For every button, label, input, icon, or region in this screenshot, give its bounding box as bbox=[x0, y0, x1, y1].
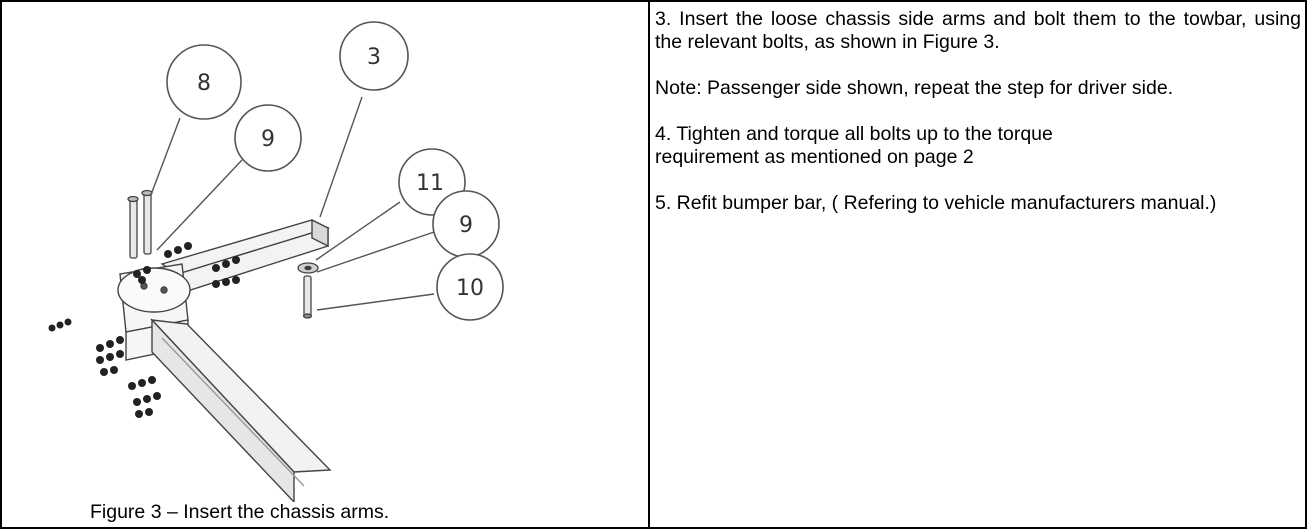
step-4-line-1: 4. Tighten and torque all bolts up to th… bbox=[655, 123, 1053, 145]
towbar-main-arm bbox=[150, 318, 332, 502]
callout-3: 3 bbox=[367, 45, 381, 70]
instructions-cell: 3. Insert the loose chassis side arms an… bbox=[655, 8, 1301, 215]
callout-11: 11 bbox=[416, 171, 444, 196]
note-text: Note: Passenger side shown, repeat the s… bbox=[655, 77, 1174, 99]
bolts-icon bbox=[127, 189, 153, 259]
step-5-text: 5. Refit bumper bar, ( Refering to vehic… bbox=[655, 192, 1217, 214]
washer-and-bolt-icon bbox=[297, 262, 319, 319]
callout-9-upper: 9 bbox=[261, 127, 275, 152]
nuts-and-washers-icon bbox=[48, 242, 240, 418]
figure-cell: 8 9 3 11 9 10 bbox=[2, 2, 648, 527]
callout-8: 8 bbox=[197, 71, 211, 96]
step-4-line-2: requirement as mentioned on page 2 bbox=[655, 146, 974, 168]
figure-caption: Figure 3 – Insert the chassis arms. bbox=[90, 501, 390, 523]
callout-10: 10 bbox=[456, 276, 484, 301]
chassis-arms-diagram: 8 9 3 11 9 10 bbox=[48, 21, 504, 502]
step-3-text: 3. Insert the loose chassis side arms an… bbox=[655, 8, 1301, 53]
column-divider bbox=[648, 2, 650, 529]
callout-9-lower: 9 bbox=[459, 213, 473, 238]
